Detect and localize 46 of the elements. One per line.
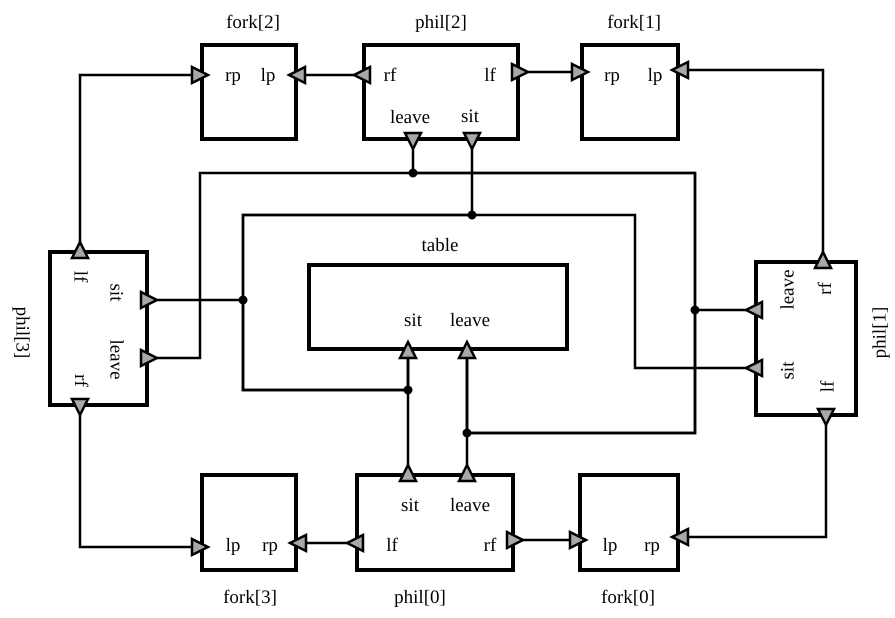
port-label: lf xyxy=(818,380,838,392)
port-label: leave xyxy=(778,270,798,310)
port-label: lp xyxy=(602,536,618,554)
port-label: sit xyxy=(404,310,422,330)
port-label: rf xyxy=(484,536,496,554)
wire xyxy=(305,74,354,76)
component-name: fork[1] xyxy=(607,12,661,32)
port-label: lf xyxy=(386,536,398,554)
component-name: phil[2] xyxy=(415,12,467,32)
port-label: rp xyxy=(644,536,660,554)
port-label: rf xyxy=(384,66,396,84)
component-name: table xyxy=(422,236,458,254)
component-name: fork[3] xyxy=(223,588,277,606)
port-label: rp xyxy=(604,66,620,84)
wire xyxy=(78,415,192,548)
wire xyxy=(78,74,192,242)
component-name: fork[2] xyxy=(226,12,280,32)
wire xyxy=(688,68,824,252)
port-label: leave xyxy=(450,310,490,330)
port-label: lf xyxy=(484,66,496,84)
port-label: rf xyxy=(70,374,90,386)
component-name: phil[1] xyxy=(870,306,890,358)
port-label: lf xyxy=(70,270,90,282)
port-label: lp xyxy=(226,536,240,554)
wire xyxy=(466,358,468,465)
port-label: leave xyxy=(450,496,490,514)
port-label: sit xyxy=(401,496,419,514)
wire xyxy=(528,70,572,74)
port-label: lp xyxy=(260,66,276,84)
component-name: fork[0] xyxy=(601,588,655,606)
component-name: phil[0] xyxy=(394,588,446,606)
port-label: leave xyxy=(390,108,430,126)
wire xyxy=(242,214,746,392)
wire xyxy=(688,425,828,538)
port-label: lp xyxy=(648,66,662,84)
port-label: leave xyxy=(106,340,126,380)
port-label: rp xyxy=(262,536,278,554)
port-label: rf xyxy=(816,282,834,294)
component-name: phil[3] xyxy=(12,306,32,358)
wire xyxy=(523,538,570,542)
wire xyxy=(406,358,410,465)
port-label: rp xyxy=(225,66,241,84)
port-label: sit xyxy=(461,106,479,126)
port-label: sit xyxy=(778,361,798,379)
wire xyxy=(306,542,347,544)
port-label: sit xyxy=(106,283,126,301)
